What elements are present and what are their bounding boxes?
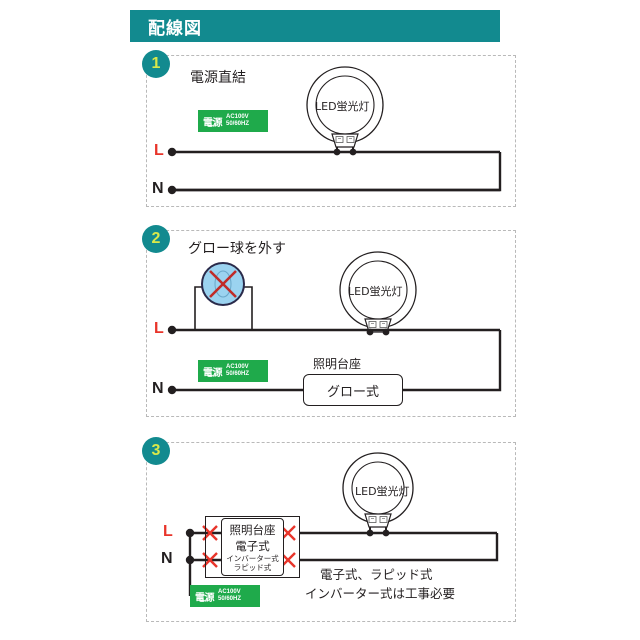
power-badge-section-3: 電源 AC100V 50/60HZ — [190, 585, 260, 607]
terminal-n-section-3: N — [161, 550, 173, 567]
section-2-title: グロー球を外す — [188, 241, 286, 257]
power-badge-section-2: 電源 AC100V 50/60HZ — [198, 360, 268, 382]
power-badge-voltage: AC100V — [226, 114, 249, 120]
lamp-label-section-1: LED蛍光灯 — [315, 100, 370, 113]
power-badge-frequency: 50/60HZ — [218, 596, 242, 602]
power-badge-voltage: AC100V — [226, 364, 249, 370]
power-badge-section-1: 電源 AC100V 50/60HZ — [198, 110, 268, 132]
fixture-line-3: インバーター式 — [226, 554, 279, 563]
section-1-number-badge: 1 — [142, 50, 170, 78]
fixture-inner-box-section-3: 照明台座 電子式 インバーター式 ラピッド式 — [221, 518, 284, 576]
terminal-l-section-3: L — [163, 523, 173, 540]
section-3-number-badge: 3 — [142, 437, 170, 465]
fixture-outer-box-section-3 — [205, 516, 300, 578]
section-2-frame — [146, 230, 516, 417]
lamp-label-section-3: LED蛍光灯 — [355, 485, 410, 498]
fixture-line-4: ラピッド式 — [233, 563, 272, 572]
page-title: 配線図 — [148, 18, 202, 39]
section-2-number-badge: 2 — [142, 225, 170, 253]
fixture-line-2: 電子式 — [235, 539, 270, 553]
terminal-l-section-2: L — [154, 320, 164, 337]
section-3-frame — [146, 442, 516, 622]
power-badge-main-label: 電源 — [195, 592, 215, 604]
power-badge-frequency: 50/60HZ — [226, 371, 250, 377]
power-badge-voltage: AC100V — [218, 589, 241, 595]
fixture-line-1: 照明台座 — [229, 523, 276, 537]
page-header: 配線図 — [130, 10, 500, 42]
lamp-label-section-2: LED蛍光灯 — [348, 285, 403, 298]
lamp-base-label-section-2: 照明台座 — [313, 357, 362, 371]
terminal-l-section-1: L — [154, 142, 164, 159]
section-3-caption-line-1: 電子式、ラピッド式 — [320, 567, 433, 582]
section-1-frame — [146, 55, 516, 207]
section-3-caption-line-2: インバーター式は工事必要 — [305, 586, 456, 601]
power-badge-frequency: 50/60HZ — [226, 121, 250, 127]
power-badge-main-label: 電源 — [203, 367, 223, 379]
ballast-type-label: グロー式 — [326, 384, 379, 400]
ballast-box-section-2: グロー式 — [303, 374, 403, 406]
terminal-n-section-2: N — [152, 380, 164, 397]
power-badge-main-label: 電源 — [203, 117, 223, 129]
terminal-n-section-1: N — [152, 180, 164, 197]
section-1-title: 電源直結 — [190, 70, 246, 86]
